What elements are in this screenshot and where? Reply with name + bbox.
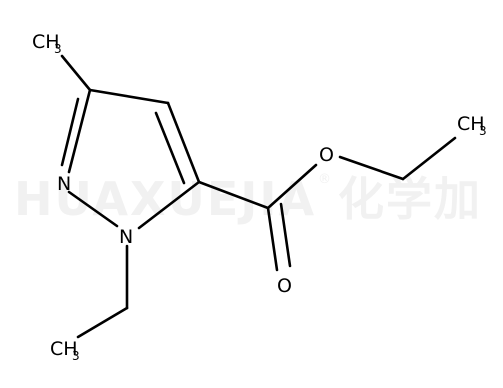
bond-c3-c4 <box>88 88 170 105</box>
ch3-top-main: CH <box>32 31 60 53</box>
bond-carbonyl-o <box>266 206 279 272</box>
ch3-bottom-main: CH <box>50 338 78 360</box>
bond-ethyl-n <box>76 306 129 339</box>
bonds <box>60 54 457 339</box>
ch3-top-sub: 3 <box>54 42 62 56</box>
bond-ethyl-o <box>401 136 457 181</box>
ch3-right-main: CH <box>457 113 485 135</box>
label-ch3-bottom: CH 3 <box>50 338 80 363</box>
atom-o-ester: O <box>319 144 334 166</box>
atom-n1: N <box>119 226 133 248</box>
bond-c4-c5-inner <box>154 111 186 185</box>
bond-carbonyl-o-inner <box>279 202 292 268</box>
bond-c3-n2-inner <box>60 97 80 167</box>
atom-o-carbonyl: O <box>277 275 292 297</box>
ch3-right-sub: 3 <box>479 124 487 138</box>
watermark-latin: HUAXUEJIA <box>14 172 316 226</box>
bond-c3-methyl <box>60 54 92 92</box>
ch3-bottom-sub: 3 <box>72 349 80 363</box>
bond-oester-ch2 <box>338 155 405 181</box>
bond-c5-n1 <box>137 180 201 230</box>
bond-n2-n1 <box>67 190 119 228</box>
watermark-cjk: 化学加 <box>338 172 482 226</box>
atom-labels: CH 3 CH 3 CH 3 N N O O <box>32 31 487 363</box>
bond-c3-n2 <box>67 88 92 174</box>
watermark-registered-mark: ® <box>318 172 331 187</box>
label-ch3-top: CH 3 <box>32 31 62 56</box>
bond-carbonyl-oester <box>266 163 318 210</box>
atom-n2: N <box>57 173 71 195</box>
bond-c5-carbonyl <box>197 180 270 210</box>
label-ch3-right: CH 3 <box>457 113 487 138</box>
watermark: HUAXUEJIA ® 化学加 <box>14 172 482 226</box>
bond-c4-c5 <box>166 101 201 184</box>
